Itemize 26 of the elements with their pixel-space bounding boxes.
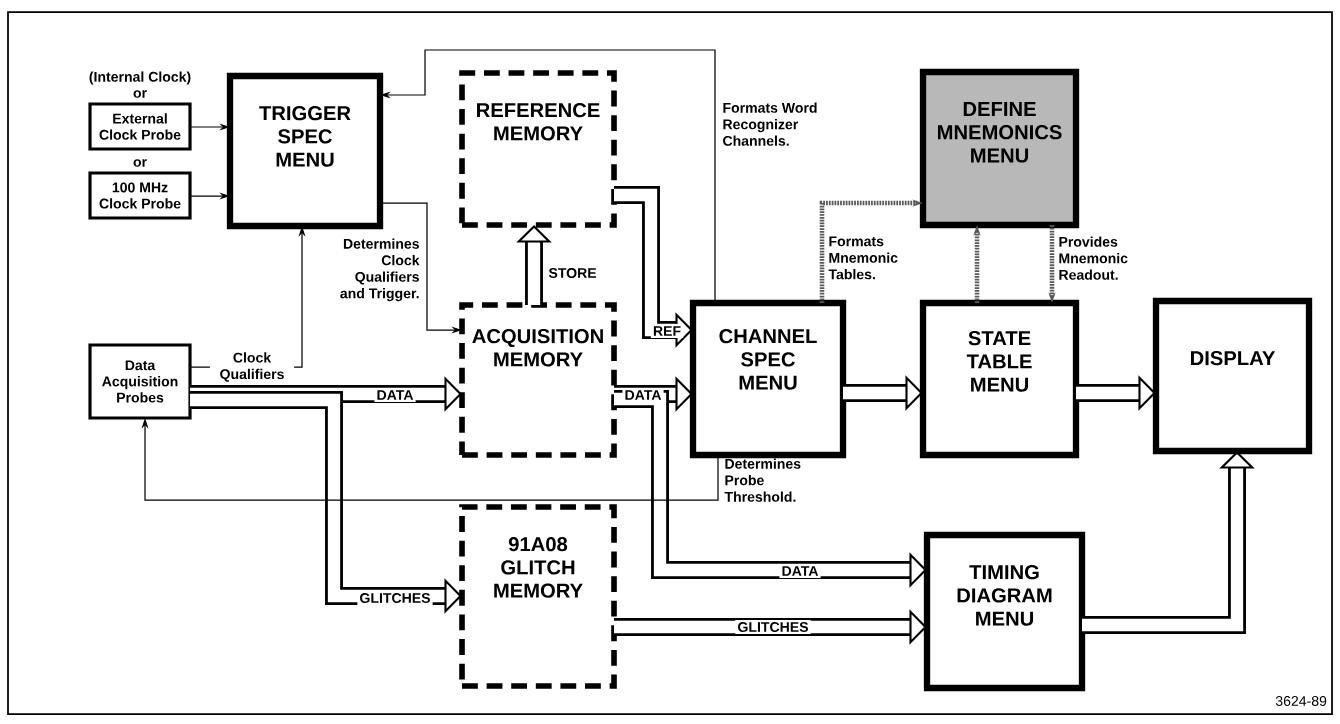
text-label: (Internal Clock) bbox=[89, 71, 191, 85]
edge-label: Clock Qualifiers bbox=[209, 350, 295, 384]
edge-label: Determines Probe Threshold. bbox=[724, 458, 801, 502]
edge-label: Determines Clock Qualifiers and Trigger. bbox=[340, 238, 420, 302]
dashed-box: ACQUISITION MEMORY bbox=[459, 302, 617, 458]
probe-box: Data Acquisition Probes bbox=[88, 343, 192, 420]
edge-label: REF bbox=[650, 324, 684, 338]
edge-label: DATA bbox=[622, 388, 664, 402]
menu-box: TRIGGER SPEC MENU bbox=[226, 72, 384, 230]
dashed-box: 91A08 GLITCH MEMORY bbox=[459, 504, 617, 689]
edge-label: Provides Mnemonic Readout. bbox=[1059, 236, 1128, 280]
edge-label: STORE bbox=[548, 268, 597, 278]
menu-box: DISPLAY bbox=[1152, 297, 1313, 455]
edge-label: DATA bbox=[779, 564, 821, 578]
probe-box: External Clock Probe bbox=[88, 102, 192, 151]
edge-label: DATA bbox=[374, 388, 416, 402]
shaded-box: DEFINE MNEMONICS MENU bbox=[919, 68, 1080, 229]
edge-label: Formats Word Recognizer Channels. bbox=[723, 102, 817, 146]
dashed-box: REFERENCE MEMORY bbox=[459, 70, 617, 228]
menu-box: STATE TABLE MENU bbox=[919, 299, 1080, 459]
text-label: or bbox=[133, 159, 147, 167]
menu-box: CHANNEL SPEC MENU bbox=[689, 299, 847, 459]
text-label: 3624-89 bbox=[1275, 696, 1327, 706]
edge-label: Formats Mnemonic Tables. bbox=[828, 236, 898, 280]
probe-box: 100 MHz Clock Probe bbox=[88, 171, 192, 220]
menu-box: TIMING DIAGRAM MENU bbox=[923, 531, 1086, 692]
